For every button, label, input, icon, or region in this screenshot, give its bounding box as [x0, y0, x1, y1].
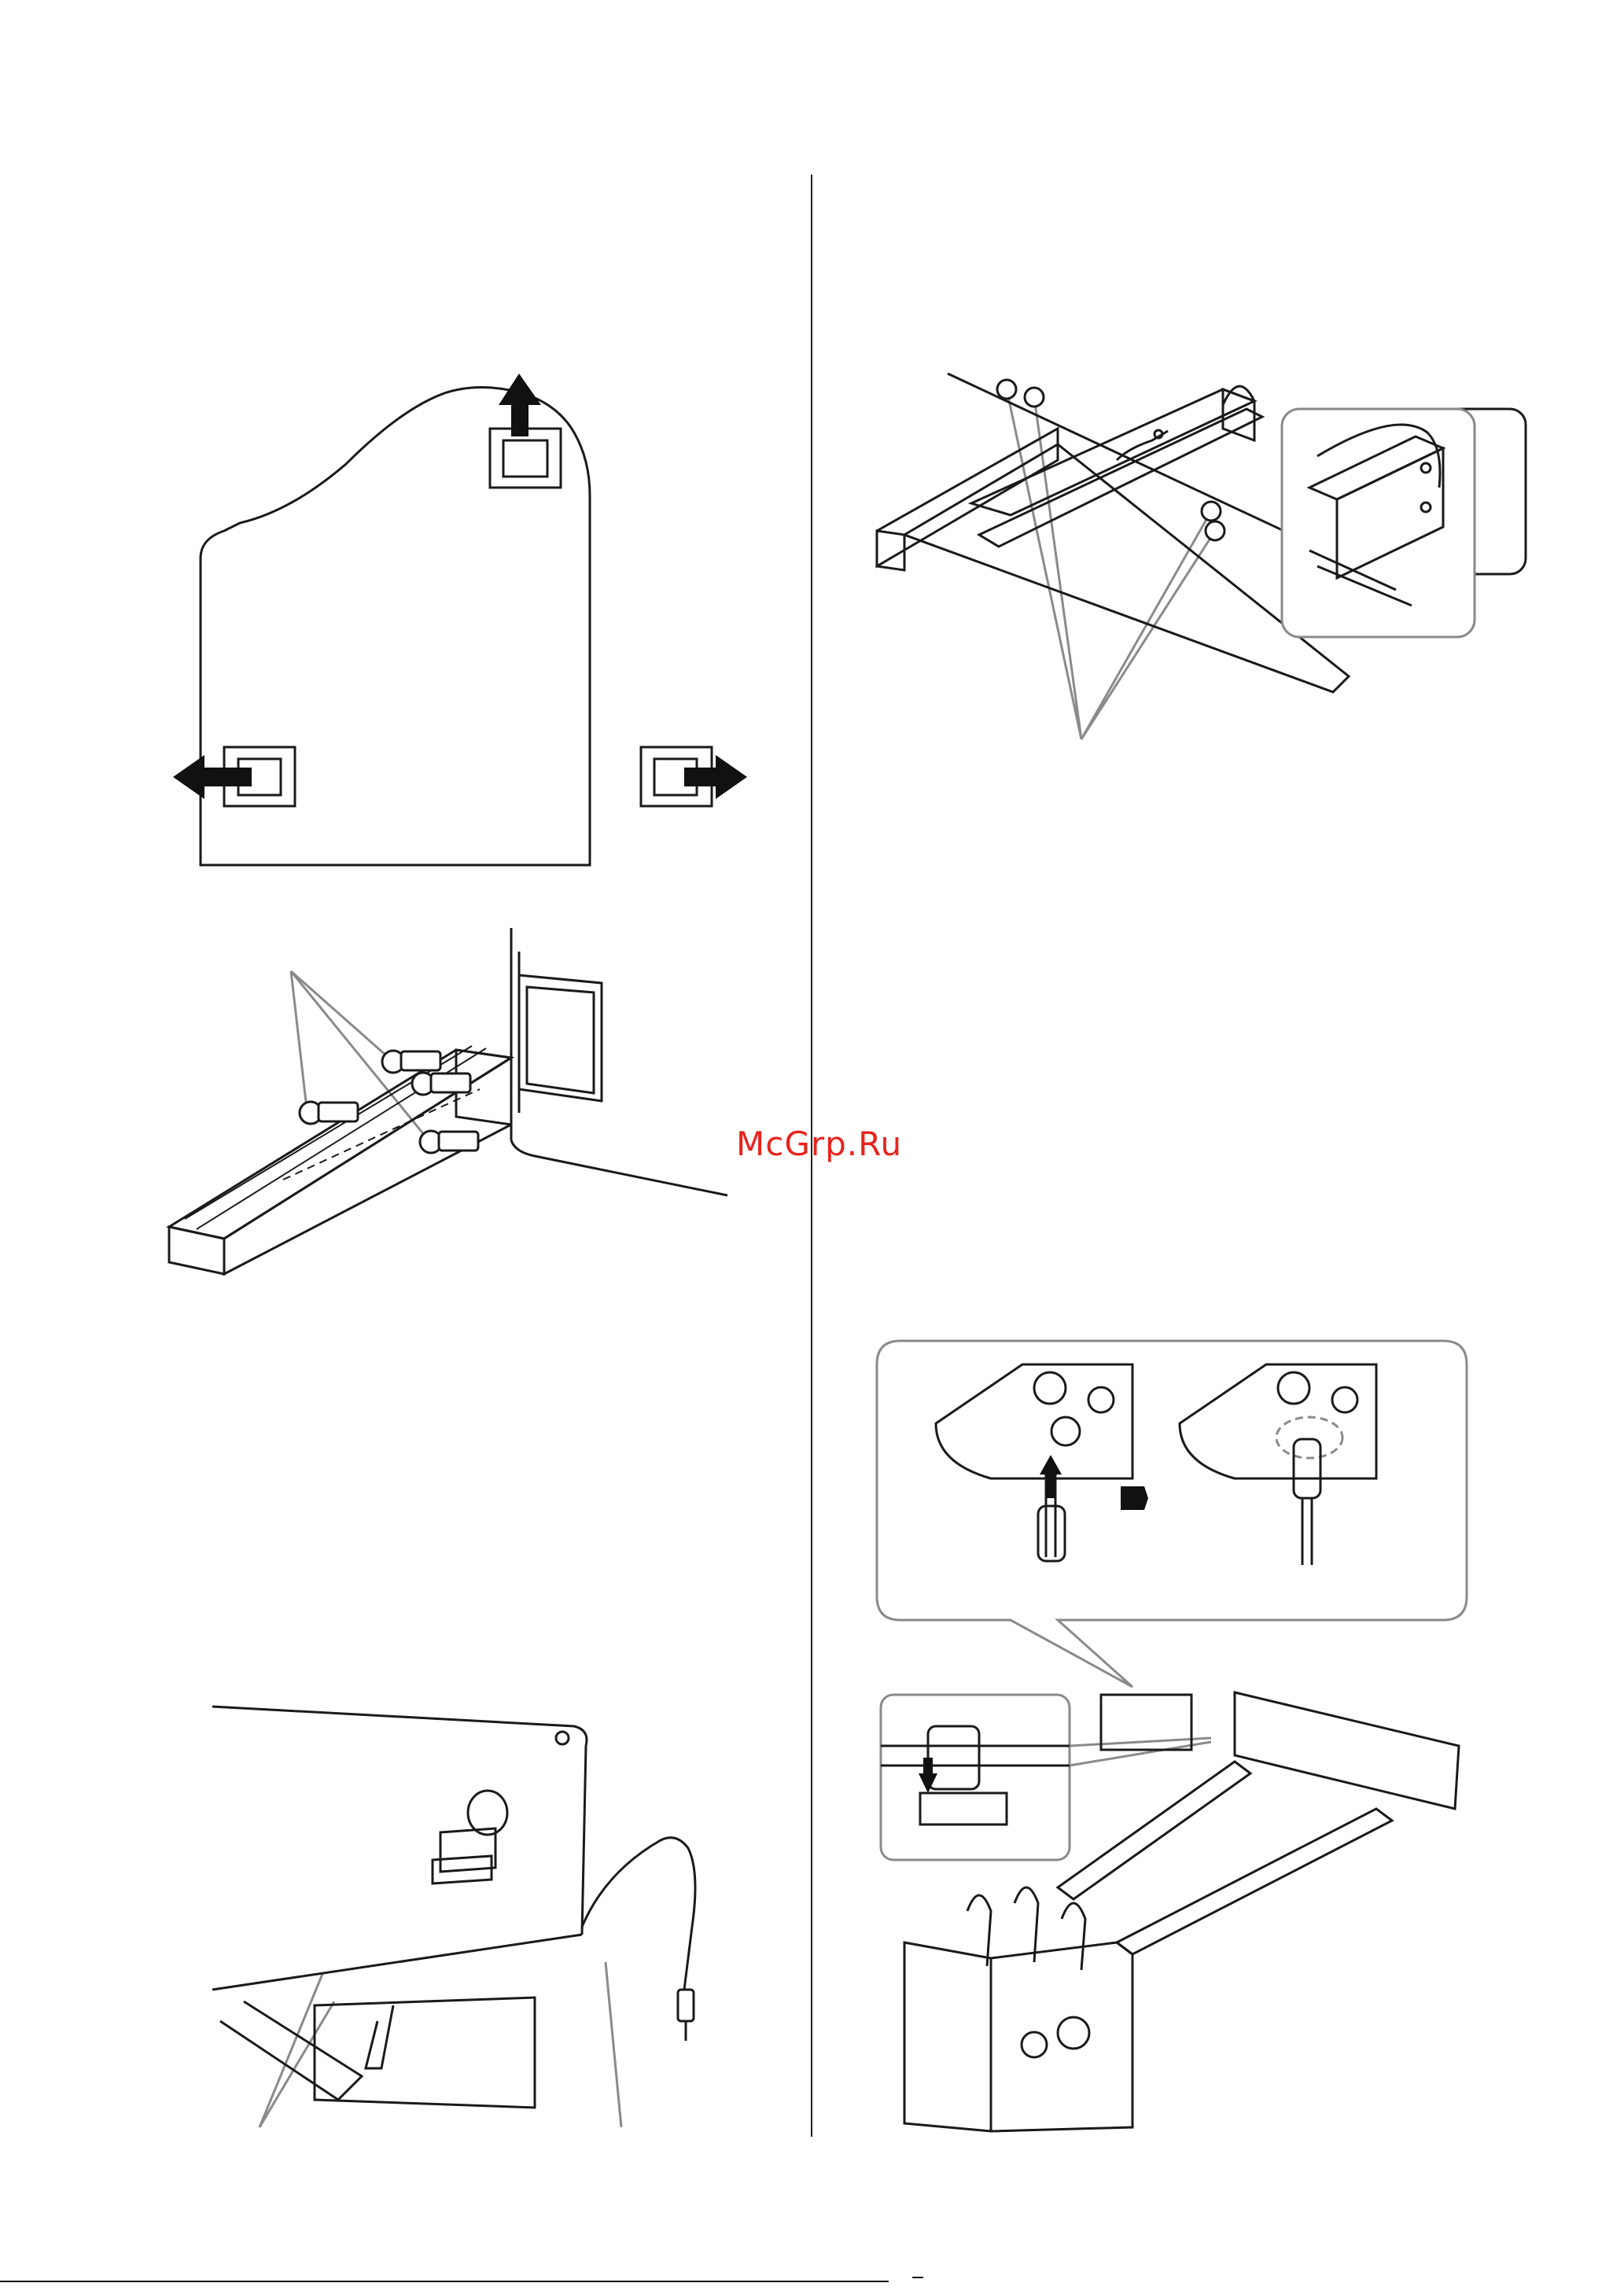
screw-icons [300, 1051, 478, 1153]
cable-holders-figure [197, 1691, 731, 2139]
bottom-rule [0, 2281, 889, 2282]
inset-detail [1282, 409, 1475, 637]
piano-outline-icon [165, 362, 763, 873]
pedal-unit-screws-icon [845, 330, 1475, 755]
pedal-frame-screws-figure [845, 330, 1475, 755]
watermark-text: McGrp.Ru [736, 1125, 902, 1163]
arrow-up-icon [499, 374, 541, 436]
pedal-cord-plug-icon [873, 1337, 1471, 2131]
arrow-left-icon [173, 755, 252, 799]
arrow-right-icon [684, 755, 747, 799]
bottom-tick-mark [912, 2277, 923, 2283]
cord-clip-inset [881, 1695, 1070, 1860]
caster-plate-top [490, 429, 561, 488]
leg-attachment-icon [149, 928, 747, 1282]
pedal-cord-connection-figure [873, 1337, 1471, 2131]
arrow-right-icon [1121, 1486, 1148, 1510]
pedal-cord-holders-icon [197, 1691, 731, 2139]
connector-callout [877, 1341, 1467, 1687]
arrow-icons [173, 374, 747, 799]
leg-screws-figure [149, 928, 747, 1282]
piano-top-view-figure [165, 362, 763, 873]
